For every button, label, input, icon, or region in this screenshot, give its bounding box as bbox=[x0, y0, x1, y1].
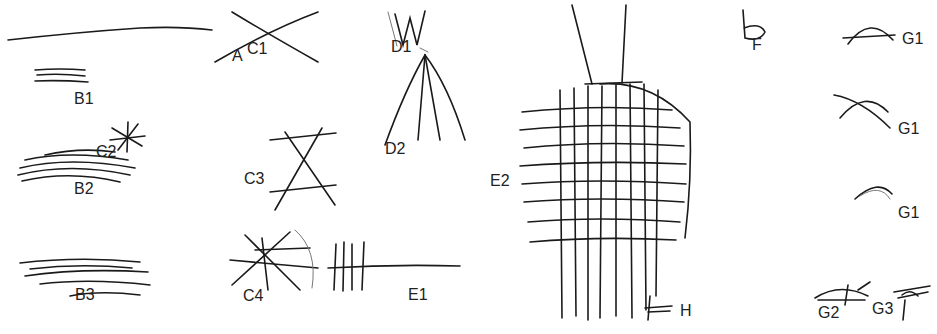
figure-label: C3 bbox=[244, 170, 264, 188]
figure-label: B2 bbox=[74, 180, 94, 198]
figure-label: E2 bbox=[490, 172, 510, 190]
figure-label: C2 bbox=[96, 143, 116, 161]
figure-label: B1 bbox=[74, 90, 94, 108]
figure-label: E1 bbox=[408, 286, 428, 304]
figure-label: B3 bbox=[75, 286, 95, 304]
figure-label: C1 bbox=[247, 40, 267, 58]
figure-label: G3 bbox=[872, 300, 893, 318]
figure-label: F bbox=[752, 36, 762, 54]
figure-label: G1 bbox=[898, 204, 919, 222]
figure-label: D1 bbox=[391, 38, 411, 56]
figure-label: G1 bbox=[898, 120, 919, 138]
figure-label: A bbox=[232, 47, 243, 65]
figure-label: C4 bbox=[243, 287, 263, 305]
figure-label: G2 bbox=[818, 304, 839, 322]
figure-label: D2 bbox=[385, 140, 405, 158]
figure-label: H bbox=[680, 302, 692, 320]
figure-label: G1 bbox=[902, 30, 923, 48]
